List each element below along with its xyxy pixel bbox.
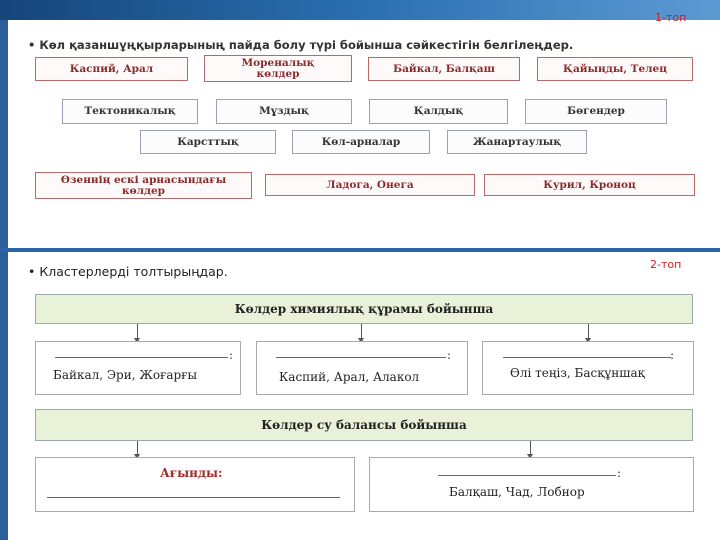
colon: : [617,466,622,480]
cluster-header-chemical: Көлдер химиялық құрамы бойынша [35,294,693,324]
cluster-box-text: Ағынды: [160,466,223,480]
cluster-header-water-balance: Көлдер су балансы бойынша [35,409,693,441]
answer-blank-line[interactable] [55,357,228,358]
colon: : [229,348,234,362]
answer-blank-line[interactable] [503,357,671,358]
group2-instruction: • Кластерлерді толтырыңдар. [28,264,228,279]
answer-card[interactable]: Курил, Кроноц [484,174,695,196]
arrow-down-icon [358,324,364,343]
lake-type-card[interactable]: Қалдық [369,99,508,124]
group1-instruction: • Көл қазаншұңқырларының пайда болу түрі… [28,38,574,52]
answer-card[interactable]: Байкал, Балқаш [368,57,520,81]
group2-label: 2-топ [650,258,682,271]
lake-type-card[interactable]: Көл-арналар [292,130,430,154]
answer-card[interactable]: Мореналық көлдер [204,55,352,82]
answer-card[interactable]: Ладога, Онега [265,174,475,196]
left-accent-bar [0,20,8,248]
lake-type-card[interactable]: Жанартаулық [447,130,587,154]
cluster-box [35,341,241,395]
answer-card[interactable]: Каспий, Арал [35,57,188,81]
cluster-box-text: Балқаш, Чад, Лобнор [449,485,585,499]
cluster-box-text: Байкал, Эри, Жоғарғы [53,368,198,382]
lake-type-card[interactable]: Бөгендер [525,99,667,124]
group1-label: 1-топ [655,11,687,24]
answer-blank-line[interactable] [438,475,616,476]
section-divider [0,248,720,252]
lake-type-card[interactable]: Мұздық [216,99,352,124]
arrow-down-icon [134,324,140,343]
arrow-down-icon [134,441,140,459]
cluster-box-text: Каспий, Арал, Алакол [279,370,420,384]
arrow-down-icon [585,324,591,343]
cluster-box-text: Өлі теңіз, Басқұншақ [510,366,645,380]
lake-type-card[interactable]: Карсттық [140,130,276,154]
lake-type-card[interactable]: Тектоникалық [62,99,198,124]
arrow-down-icon [527,441,533,459]
answer-blank-line[interactable] [47,497,340,498]
answer-blank-line[interactable] [276,357,446,358]
cluster-box [369,457,694,512]
cluster-box [482,341,694,395]
answer-card[interactable]: Қайыңды, Телец [537,57,693,81]
colon: : [447,348,452,362]
colon: : [670,348,675,362]
top-banner [0,0,720,20]
left-accent-bar-lower [0,252,8,540]
answer-card[interactable]: Өзеннің ескі арнасындағы көлдер [35,172,252,199]
cluster-box [256,341,468,395]
cluster-box [35,457,355,512]
